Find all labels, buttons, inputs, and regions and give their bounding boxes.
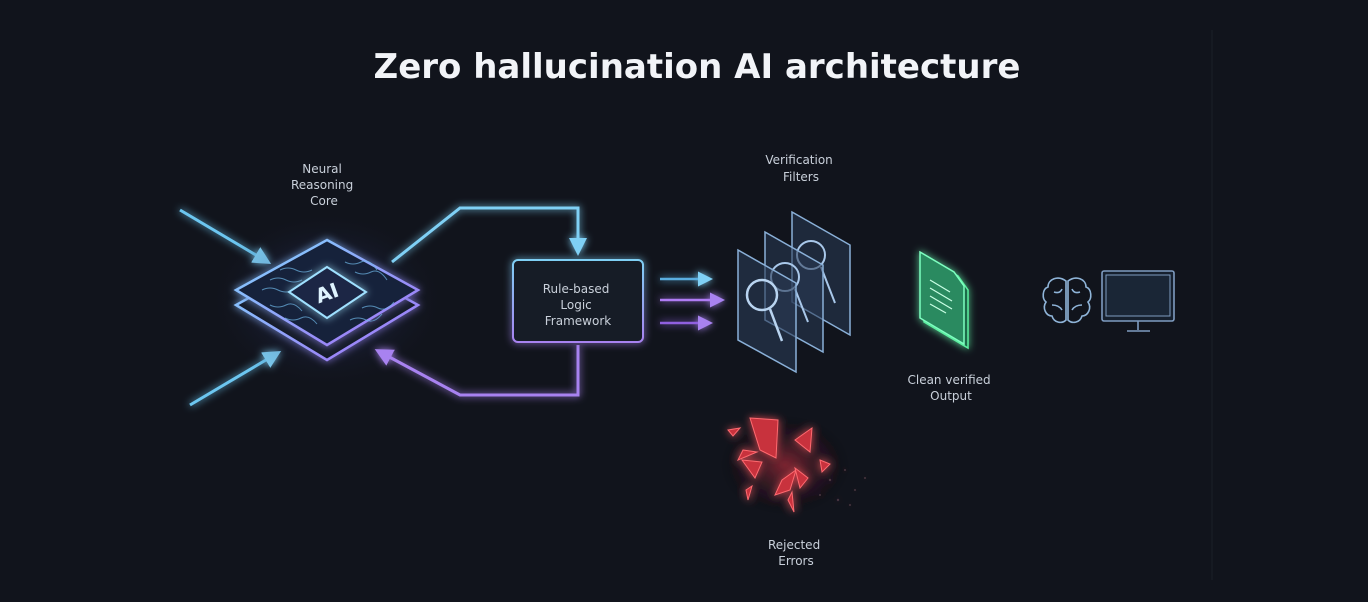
magnifier-icon bbox=[745, 278, 784, 342]
core-label: Neural Reasoning Core bbox=[291, 162, 357, 208]
filters-label: Verification Filters bbox=[765, 153, 836, 184]
rule-based-logic-box: Rule-based Logic Framework bbox=[512, 259, 644, 343]
filter-panel bbox=[737, 248, 797, 374]
chip-icon: AI bbox=[207, 210, 447, 390]
rules-label: Rule-based Logic Framework bbox=[543, 282, 614, 328]
page-title: Zero hallucination AI architecture bbox=[374, 47, 1021, 87]
verification-filters bbox=[737, 210, 851, 374]
to-filters-arrows bbox=[660, 271, 725, 331]
rejected-label: Rejected Errors bbox=[768, 538, 824, 568]
document-icon bbox=[919, 250, 969, 350]
shards-icon bbox=[720, 415, 866, 515]
output-label: Clean verified Output bbox=[907, 373, 994, 403]
monitor-icon bbox=[1101, 270, 1175, 332]
brain-icon bbox=[1042, 277, 1092, 324]
